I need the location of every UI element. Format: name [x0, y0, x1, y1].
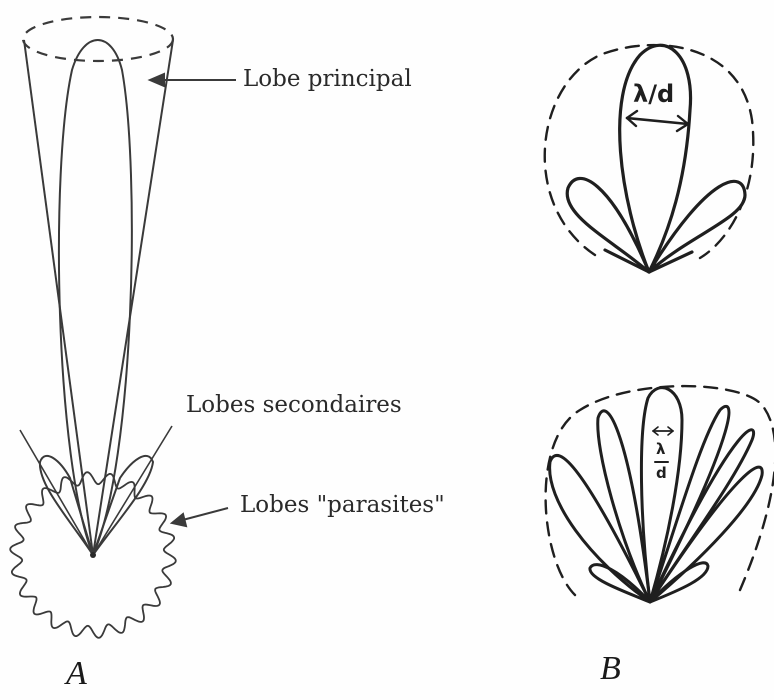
parasitic-lobes-pointer-arrowhead — [172, 514, 186, 526]
panel-b-top-width-arrow — [627, 118, 688, 124]
panel-b-letter: B — [600, 650, 621, 688]
panel-b-bottom-drawing — [546, 386, 774, 602]
parasitic-lobes-label: Lobes "parasites" — [240, 492, 445, 518]
beam-cone-top-dashed-ellipse — [23, 17, 173, 61]
panel-a-drawing — [10, 17, 236, 638]
panel-b-top-side-lobe-left — [567, 178, 649, 272]
secondary-lobe-right-ray — [93, 426, 172, 555]
panel-b-top-dashed-envelope — [545, 45, 754, 258]
antenna-origin-dot — [90, 552, 96, 558]
panel-a-letter: A — [66, 655, 87, 693]
panel-b-bottom-width-denominator: d — [656, 464, 667, 482]
main-lobe-label: Lobe principal — [243, 66, 412, 92]
main-lobe-pointer-arrowhead — [150, 74, 164, 86]
panel-b-bottom-lobe-4 — [650, 406, 729, 602]
panel-b-bottom-width-numerator: λ — [656, 440, 666, 458]
secondary-lobes-label: Lobes secondaires — [186, 392, 402, 418]
panel-b-top-width-label: λ/d — [633, 80, 674, 108]
